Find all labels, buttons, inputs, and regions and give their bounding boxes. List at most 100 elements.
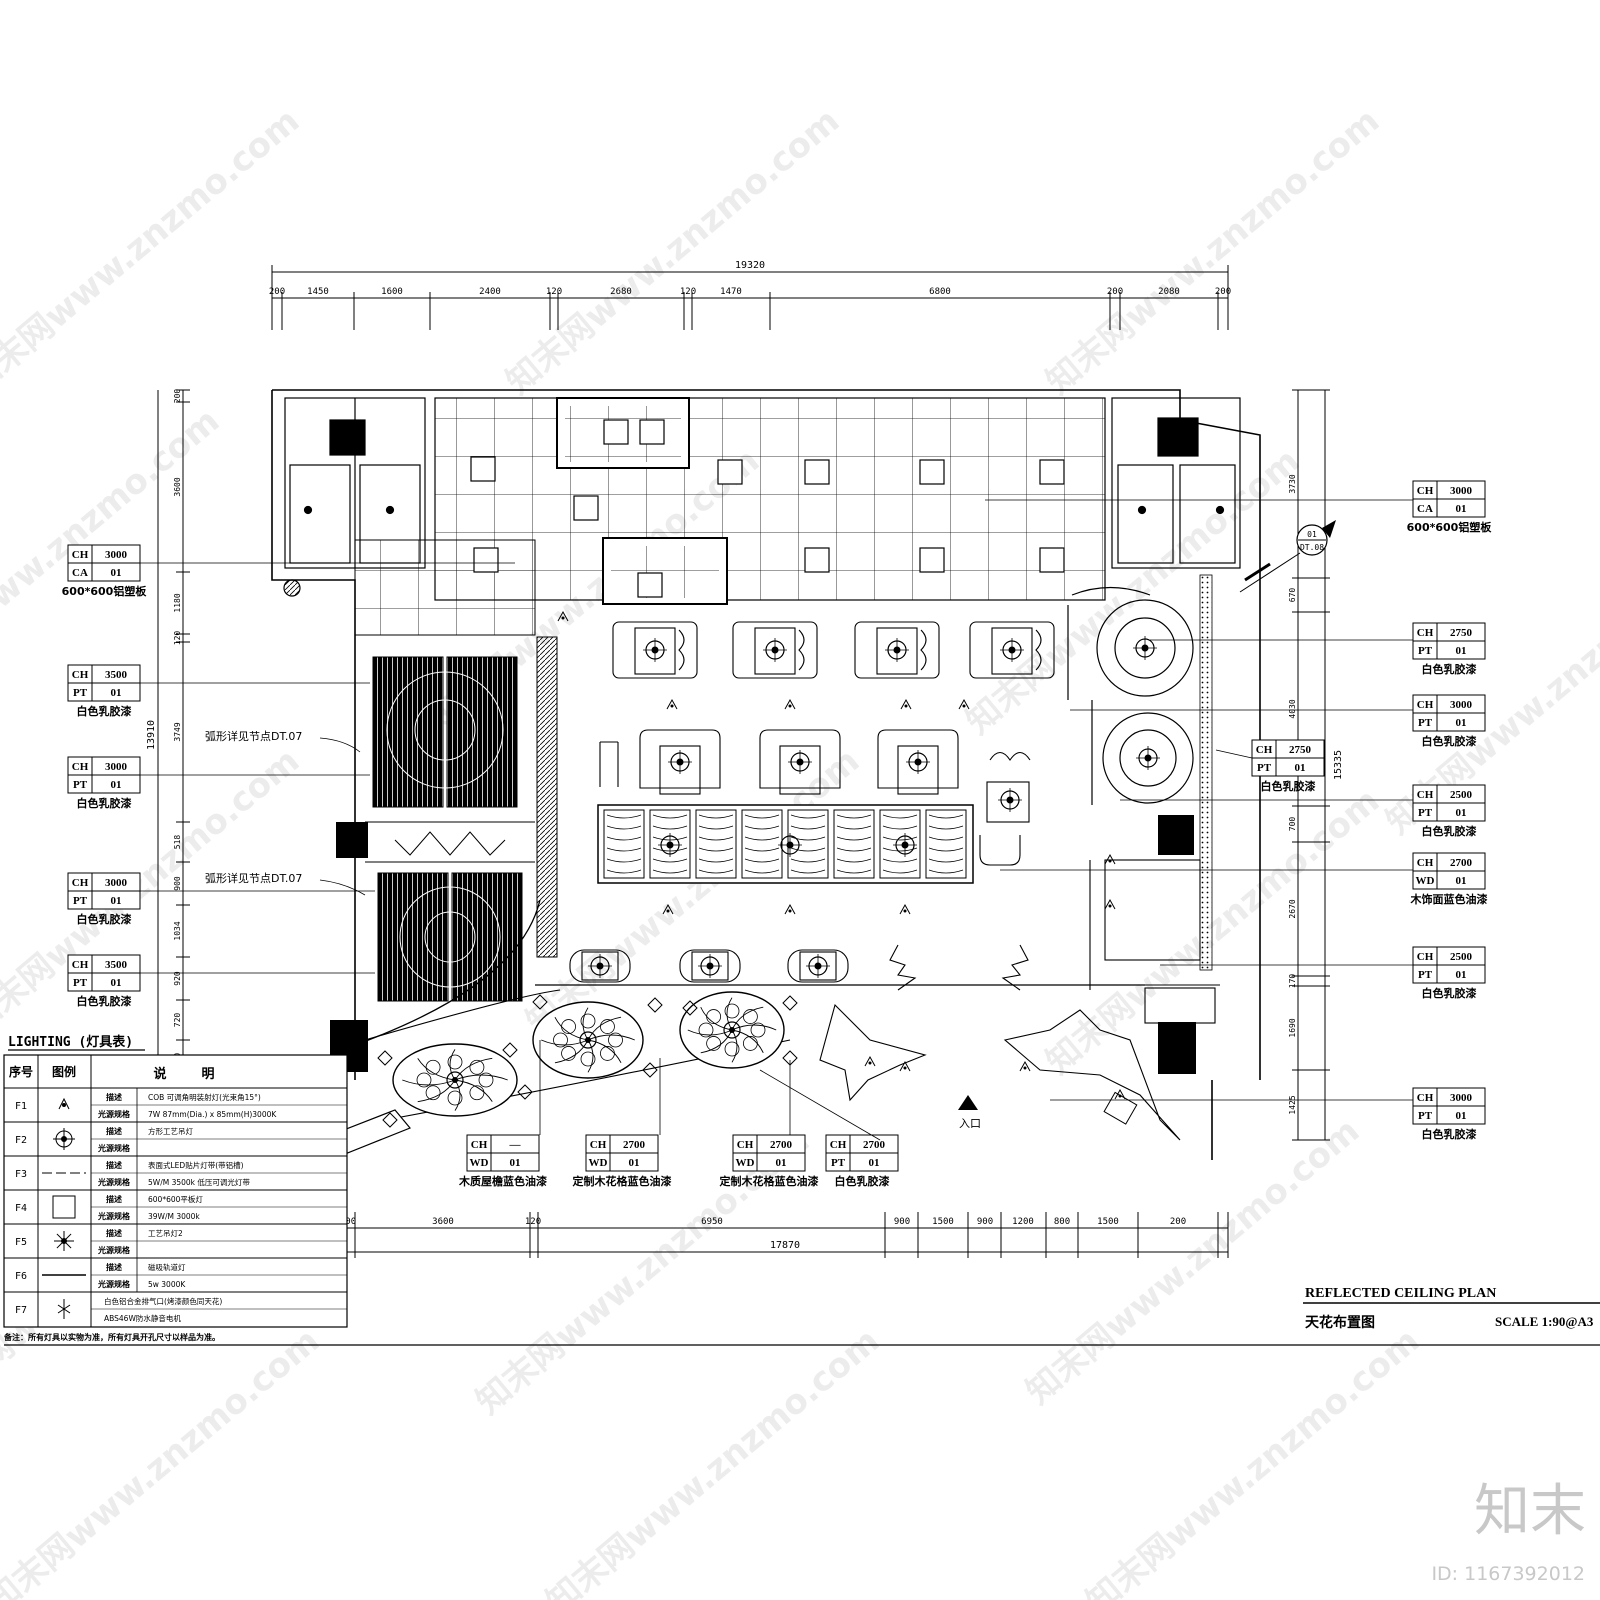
tag-material-number: 01 — [111, 779, 122, 791]
square-pendant-lights — [557, 610, 1126, 1100]
exhaust-vent-icon — [57, 1299, 71, 1319]
watermark-text: 知末网www.znzmo.com — [519, 741, 868, 1043]
entrance-landscape — [819, 944, 1181, 1141]
aluminum-panel-ceiling-grid-left — [354, 539, 536, 636]
wood-panel — [833, 809, 875, 879]
bottom-dimension-value: 1200 — [1012, 1217, 1034, 1227]
drawing-scale: SCALE 1:90@A3 — [1495, 1314, 1594, 1329]
tag-ceiling-height: 3500 — [105, 669, 128, 681]
tag-ceiling-height-code: CH — [72, 761, 89, 773]
legend-field-label: 描述 — [106, 1228, 122, 1238]
tag-material-code: PT — [831, 1157, 846, 1169]
tag-material-number: 01 — [1456, 1110, 1467, 1122]
tag-ceiling-height-code: CH — [72, 877, 89, 889]
wood-feature-panels — [603, 809, 967, 879]
legend-field-value: 工艺吊灯2 — [148, 1228, 183, 1238]
adjustable-spotlight-icon — [666, 698, 678, 710]
tag-material-number: 01 — [1456, 717, 1467, 729]
legend-field-label: 光源规格 — [97, 1177, 131, 1187]
tag-ceiling-height-code: CH — [72, 959, 89, 971]
tag-material-code: WD — [736, 1157, 755, 1169]
tag-ceiling-height-code: CH — [72, 549, 89, 561]
arc-detail-note-lower: 弧形详见节点DT.07 — [205, 871, 302, 885]
left-dimension-labels: 2003600118012037495189001034920720970 — [173, 389, 190, 1081]
tag-material-label: 白色乳胶漆 — [77, 912, 132, 926]
downlight-icon — [643, 638, 667, 662]
adjustable-spotlight-icon — [899, 903, 911, 915]
downlight-icon — [763, 638, 787, 662]
wood-panel — [741, 809, 783, 879]
tag-material-number: 01 — [111, 977, 122, 989]
entrance-arrow-icon — [958, 1095, 978, 1110]
tag-ceiling-height-code: CH — [1256, 744, 1273, 756]
top-dimension-value: 2080 — [1158, 287, 1180, 297]
legend-field-value: 5W/M 3500k 低压可调光灯带 — [148, 1177, 250, 1187]
tag-ceiling-height: 2500 — [1450, 951, 1473, 963]
panel-light — [603, 419, 629, 445]
panel-light — [717, 459, 743, 485]
downlight-icon — [893, 833, 917, 857]
left-dimension-value: 1034 — [173, 921, 182, 940]
tag-ceiling-height-code: CH — [1417, 951, 1434, 963]
lattice-ornament — [502, 1042, 518, 1058]
bottom-dimension-value: 900 — [894, 1217, 910, 1227]
bar-counter — [1089, 859, 1220, 1024]
tag-ceiling-height-code: CH — [1417, 789, 1434, 801]
bottom-dimension-value: 120 — [525, 1217, 541, 1227]
section-mark-sheet: DT.08 — [1300, 543, 1324, 552]
tag-material-code: PT — [73, 895, 88, 907]
lattice-ornament — [782, 995, 798, 1011]
legend-row-id: F1 — [15, 1101, 27, 1112]
craft-pendant-icon — [54, 1231, 74, 1251]
legend-field-label: 描述 — [106, 1194, 122, 1204]
right-dimension-value: 2670 — [1288, 899, 1297, 918]
top-dimension-value: 1600 — [381, 287, 403, 297]
top-dimension-value: 200 — [269, 287, 285, 297]
adjustable-spotlight-icon — [1104, 853, 1116, 865]
bottom-dimension-value: 6950 — [701, 1217, 723, 1227]
downlight-icon — [668, 750, 692, 774]
tag-material-label: 600*600铝塑板 — [1407, 520, 1493, 534]
tag-material-code: WD — [470, 1157, 489, 1169]
panel-lights — [470, 419, 1065, 598]
watermark-text: 知末网www.znzmo.com — [1039, 781, 1388, 1083]
top-dimension-value: 6800 — [929, 287, 951, 297]
bottom-dimension-value: 800 — [1054, 1217, 1070, 1227]
left-dimension-value: 900 — [173, 876, 182, 891]
tag-material-label: 白色乳胶漆 — [77, 994, 132, 1008]
tag-material-code: PT — [1257, 762, 1272, 774]
round-booths — [1067, 586, 1194, 805]
title-chinese: 天花布置图 — [1305, 1314, 1375, 1331]
tag-ceiling-height: 3000 — [1450, 485, 1473, 497]
legend-field-label: 光源规格 — [97, 1211, 131, 1221]
adjustable-spotlight-icon — [864, 1055, 876, 1067]
tag-material-code: PT — [1418, 1110, 1433, 1122]
legend-field-value: 方形工艺吊灯 — [148, 1126, 193, 1136]
tag-material-label: 白色乳胶漆 — [1422, 824, 1477, 838]
legend-header-symbol: 图例 — [52, 1064, 76, 1079]
feature-wall-strip — [536, 636, 558, 958]
lattice-ornament — [642, 1062, 658, 1078]
legend-field-value: ABS46W防水静音电机 — [104, 1313, 181, 1323]
tag-material-code: CA — [1417, 503, 1433, 515]
left-dimension-value: 3600 — [173, 477, 182, 496]
right-dimension-value: 670 — [1288, 588, 1297, 603]
tag-ceiling-height: 3000 — [1450, 699, 1473, 711]
tag-material-label: 白色乳胶漆 — [1422, 734, 1477, 748]
watermark-text: 知末网www.znzmo.com — [0, 1321, 327, 1600]
wood-panel — [695, 809, 737, 879]
tag-ceiling-height-code: CH — [830, 1139, 847, 1151]
lattice-ornament — [382, 1112, 398, 1128]
right-dimension-value: 170 — [1288, 974, 1297, 989]
legend-row-f5: F5描述工艺吊灯2光源规格 — [4, 1223, 347, 1255]
curved-partition — [354, 899, 541, 1046]
downlight-icon — [778, 833, 802, 857]
title-block: REFLECTED CEILING PLAN 天花布置图 SCALE 1:90@… — [1303, 1286, 1600, 1331]
tag-material-label: 白色乳胶漆 — [77, 704, 132, 718]
